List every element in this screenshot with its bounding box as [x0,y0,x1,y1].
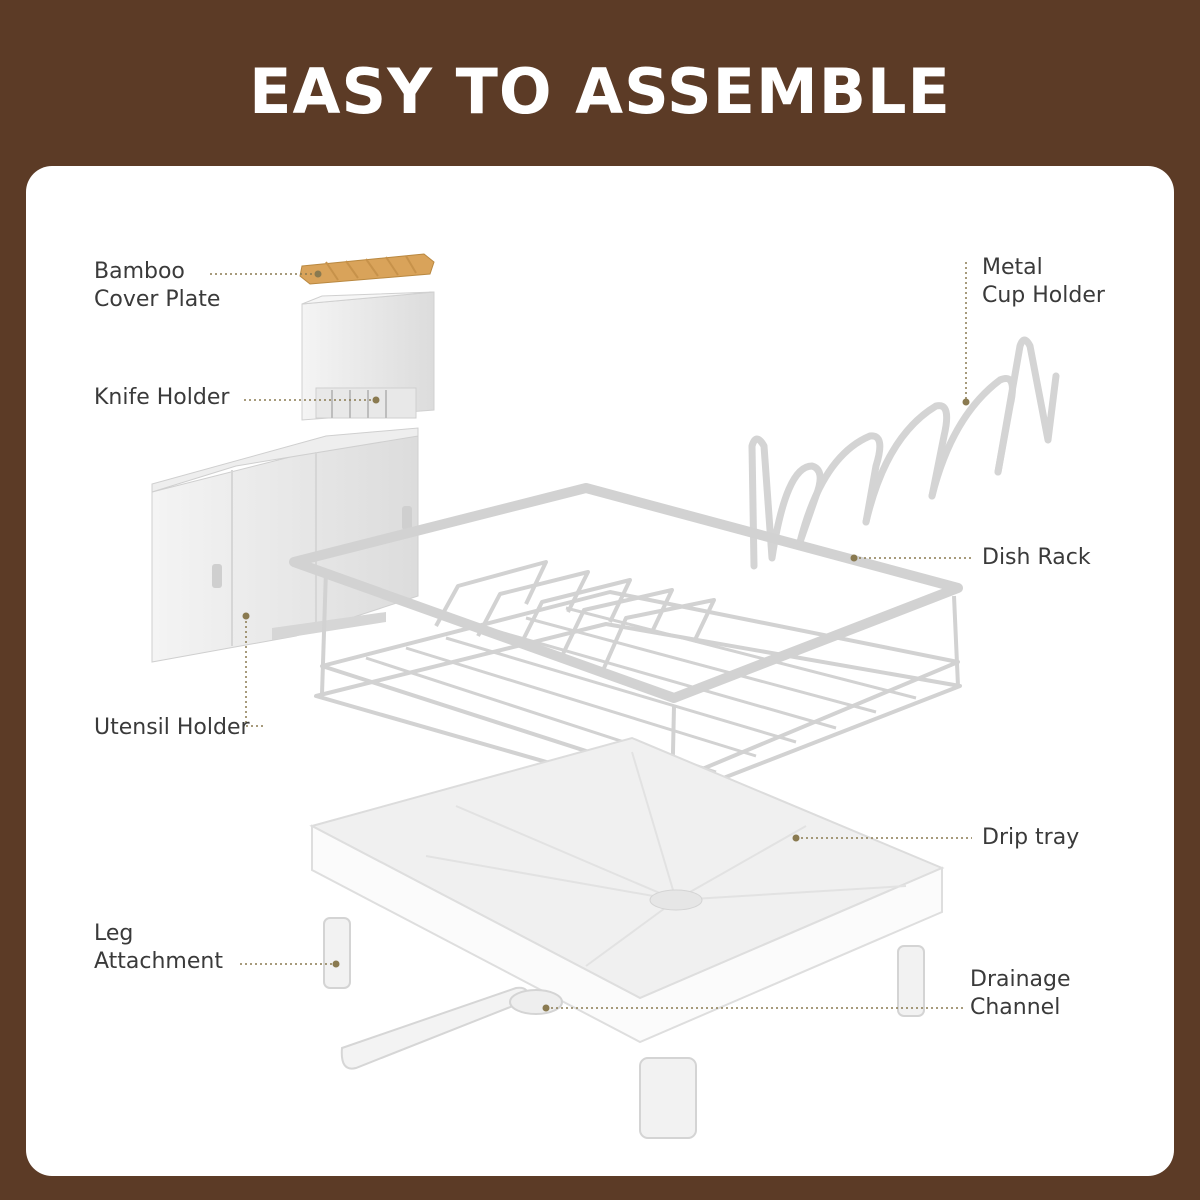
exploded-view-illustration [151,253,1060,1139]
label-drip-tray: Drip tray [982,825,1080,850]
metal-cup-holder [748,336,1060,570]
label-drainage-channel: Drainage Channel [970,967,1071,1020]
knife-holder [301,291,435,421]
leader-dots [242,270,970,1012]
label-leg-attachment: Leg Attachment [94,921,223,974]
leg-attachments [323,917,925,1139]
product-panel: Bamboo Cover Plate Knife Holder Utensil … [26,166,1174,1176]
drip-tray [309,736,945,1044]
label-utensil-holder: Utensil Holder [94,715,250,740]
label-bamboo-cover-plate: Bamboo Cover Plate [94,259,221,312]
label-knife-holder: Knife Holder [94,385,230,410]
label-dish-rack: Dish Rack [982,545,1091,570]
bamboo-cover-plate [299,253,435,285]
utensil-holder [151,427,419,663]
label-metal-cup-holder: Metal Cup Holder [982,255,1105,308]
drainage-channel [340,986,563,1070]
leader-lines [210,262,972,1009]
page-title: EASY TO ASSEMBLE [249,55,951,128]
